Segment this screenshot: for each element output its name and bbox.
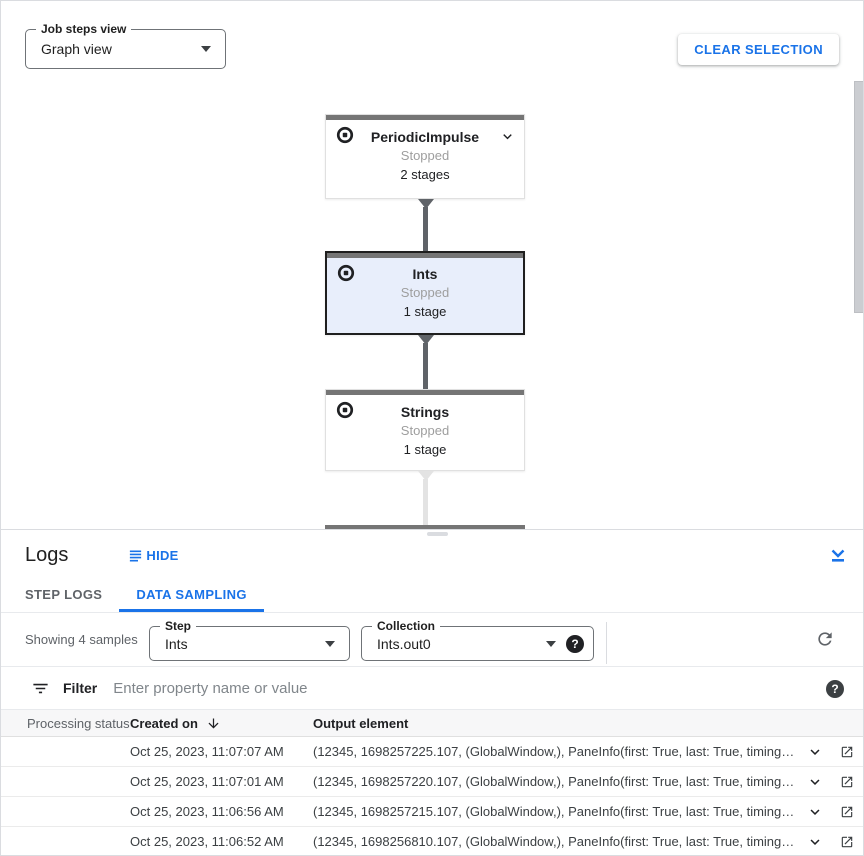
dropdown-arrow-icon <box>325 640 335 647</box>
clear-selection-button[interactable]: CLEAR SELECTION <box>678 34 839 65</box>
step-select-label: Step <box>160 619 197 633</box>
node-stage-count: 1 stage <box>403 304 447 319</box>
data-sampling-toolbar: Showing 4 samples Step Ints Collection I… <box>1 613 863 667</box>
node-top-bar <box>327 253 523 258</box>
expand-row-chevron-icon[interactable] <box>806 743 824 761</box>
step-select[interactable]: Step Ints <box>149 619 350 661</box>
sample-table-row[interactable]: Oct 25, 2023, 11:06:56 AM (12345, 169825… <box>1 797 863 827</box>
node-status: Stopped <box>400 148 450 163</box>
node-title: Strings <box>400 404 450 420</box>
hide-logs-button[interactable]: HIDE <box>128 548 178 563</box>
dropdown-arrow-icon <box>201 46 211 52</box>
node-title: Ints <box>412 266 438 282</box>
node-stage-count: 1 stage <box>403 442 447 457</box>
node-top-bar <box>326 115 524 120</box>
panel-resize-handle[interactable] <box>427 532 448 536</box>
node-status: Stopped <box>400 285 450 300</box>
tab-data-sampling[interactable]: DATA SAMPLING <box>119 580 264 612</box>
open-in-new-icon[interactable] <box>840 835 854 849</box>
hide-button-label: HIDE <box>146 547 179 563</box>
expand-row-chevron-icon[interactable] <box>806 773 824 791</box>
data-sampling-record-icon <box>336 126 354 149</box>
graph-node-strings[interactable]: Strings Stopped 1 stage <box>325 389 525 471</box>
collection-help-icon[interactable]: ? <box>566 634 584 653</box>
column-header-output-element: Output element <box>313 715 409 731</box>
job-steps-view-select[interactable]: Job steps view Graph view <box>25 22 226 69</box>
refresh-samples-icon[interactable] <box>815 629 835 649</box>
filter-help-icon[interactable]: ? <box>826 680 844 698</box>
node-expand-chevron-icon[interactable] <box>499 128 516 150</box>
created-on-header-label: Created on <box>130 715 198 731</box>
expand-row-chevron-icon[interactable] <box>806 803 824 821</box>
tab-step-logs[interactable]: STEP LOGS <box>25 587 103 602</box>
dropdown-arrow-icon <box>546 640 556 647</box>
logs-panel-title: Logs <box>25 543 69 566</box>
edge-periodicimpulse-to-ints <box>417 199 434 251</box>
node-stage-count: 2 stages <box>400 167 450 182</box>
output-element-cell: (12345, 1698257220.107, (GlobalWindow,),… <box>313 774 795 789</box>
collection-select-label: Collection <box>372 619 441 633</box>
samples-table-header: Processing status Created on Output elem… <box>1 710 863 737</box>
job-graph-canvas: Job steps view Graph view CLEAR SELECTIO… <box>1 1 863 529</box>
filter-input[interactable] <box>113 679 863 697</box>
edge-strings-to-next <box>417 471 434 525</box>
collection-select[interactable]: Collection Ints.out0 ? <box>361 619 594 661</box>
expand-row-chevron-icon[interactable] <box>806 833 824 851</box>
column-header-created-on[interactable]: Created on <box>130 716 313 731</box>
node-top-bar <box>326 390 524 395</box>
output-element-cell: (12345, 1698256810.107, (GlobalWindow,),… <box>313 834 795 849</box>
graph-node-ints[interactable]: Ints Stopped 1 stage <box>325 251 525 335</box>
created-on-cell: Oct 25, 2023, 11:07:07 AM <box>130 744 284 759</box>
column-header-processing-status: Processing status <box>27 715 130 731</box>
filter-label: Filter <box>63 680 98 696</box>
created-on-cell: Oct 25, 2023, 11:06:52 AM <box>130 834 284 849</box>
log-lines-icon <box>128 548 143 563</box>
step-select-value: Ints <box>165 635 188 652</box>
collapse-panel-icon[interactable] <box>829 545 847 565</box>
filter-icon <box>31 679 50 698</box>
open-in-new-icon[interactable] <box>840 775 854 789</box>
collection-select-value: Ints.out0 <box>377 635 431 652</box>
sort-descending-icon <box>206 716 221 731</box>
filter-bar: Filter ? <box>1 667 863 710</box>
edge-arrowhead <box>417 471 434 481</box>
created-on-cell: Oct 25, 2023, 11:06:56 AM <box>130 804 284 819</box>
node-status: Stopped <box>400 423 450 438</box>
edge-ints-to-strings <box>417 335 434 389</box>
edge-arrowhead <box>417 335 434 345</box>
open-in-new-icon[interactable] <box>840 805 854 819</box>
graph-node-periodicimpulse[interactable]: PeriodicImpulse Stopped 2 stages <box>325 114 525 199</box>
graph-vertical-scrollbar[interactable] <box>854 81 863 313</box>
data-sampling-record-icon <box>336 401 354 424</box>
job-steps-view-value: Graph view <box>41 41 112 57</box>
sample-table-row[interactable]: Oct 25, 2023, 11:07:07 AM (12345, 169825… <box>1 737 863 767</box>
output-element-cell: (12345, 1698257215.107, (GlobalWindow,),… <box>313 804 795 819</box>
logs-tabs: STEP LOGS DATA SAMPLING <box>1 580 863 613</box>
sample-count-text: Showing 4 samples <box>25 632 138 647</box>
node-title: PeriodicImpulse <box>370 129 480 145</box>
sample-table-row[interactable]: Oct 25, 2023, 11:07:01 AM (12345, 169825… <box>1 767 863 797</box>
data-sampling-record-icon <box>337 264 355 287</box>
logs-header: Logs HIDE <box>1 530 863 580</box>
graph-node-partial-top-bar <box>325 525 525 529</box>
edge-arrowhead <box>417 199 434 209</box>
logs-panel: Logs HIDE STEP LOGS DATA SAMPLING Showin… <box>1 529 863 855</box>
output-element-cell: (12345, 1698257225.107, (GlobalWindow,),… <box>313 744 795 759</box>
job-steps-view-label: Job steps view <box>36 22 132 36</box>
sample-table-row[interactable]: Oct 25, 2023, 11:06:52 AM (12345, 169825… <box>1 827 863 855</box>
created-on-cell: Oct 25, 2023, 11:07:01 AM <box>130 774 284 789</box>
open-in-new-icon[interactable] <box>840 745 854 759</box>
toolbar-divider <box>606 622 607 664</box>
